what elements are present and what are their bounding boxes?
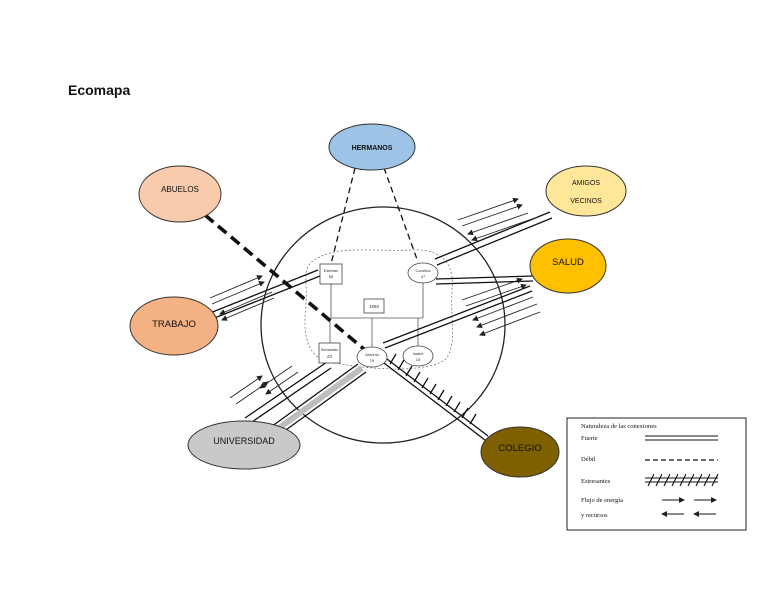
- node-colegio: COLEGIO: [480, 426, 560, 478]
- node-vecinos-label: VECINOS: [570, 198, 602, 205]
- node-colegio-label: COLEGIO: [498, 443, 541, 454]
- father-name: Esteban: [324, 268, 339, 273]
- legend-weak-label: Débil: [581, 456, 596, 463]
- universidad-grey-band: [266, 365, 364, 439]
- mother-name: Carolina: [416, 268, 432, 273]
- daughter2-name: Isabel: [413, 351, 424, 356]
- node-abuelos-shape: [138, 165, 222, 223]
- node-salud: SALUD: [529, 238, 607, 294]
- node-universidad: UNIVERSIDAD: [187, 420, 301, 470]
- node-amigos-vecinos: AMIGOS VECINOS: [545, 165, 627, 217]
- son-age: 23: [327, 354, 333, 359]
- family-member-son: Sebastián 23: [318, 342, 341, 364]
- page-title: Ecomapa: [68, 82, 131, 98]
- marriage-year: 1992: [369, 304, 380, 309]
- weak-connections: [203, 167, 419, 352]
- daughter-name: Antonia: [365, 352, 379, 357]
- node-salud-label: SALUD: [552, 257, 584, 268]
- legend-flow-label-2: y recursos: [581, 512, 608, 519]
- node-abuelos-label: ABUELOS: [161, 185, 199, 194]
- marriage-year-box: 1992: [363, 298, 385, 314]
- stressful-connection: [379, 353, 489, 441]
- legend-box: [566, 417, 747, 531]
- node-amigos-label: AMIGOS: [572, 180, 600, 187]
- strong-connections: [209, 211, 553, 441]
- node-trabajo-shape: [129, 296, 219, 356]
- node-colegio-shape: [480, 426, 560, 478]
- node-hermanos-label: HERMANOS: [352, 145, 393, 152]
- father-age: 58: [329, 274, 334, 279]
- node-trabajo: TRABAJO: [129, 296, 219, 356]
- daughter2-age: 15: [416, 357, 421, 362]
- node-trabajo-label: TRABAJO: [152, 319, 196, 330]
- mother-age: 47: [421, 274, 426, 279]
- genogram-lines: [329, 283, 424, 350]
- node-universidad-shape: [187, 420, 301, 470]
- node-hermanos-shape: [328, 123, 416, 171]
- legend-title: Naturaleza de las conexiones: [581, 423, 657, 430]
- legend-stressful-label: Estresantes: [581, 478, 611, 485]
- family-member-daughter: Antonia 19: [356, 346, 388, 368]
- household-boundary: [304, 249, 454, 370]
- son-name: Sebastián: [321, 347, 339, 352]
- node-abuelos: ABUELOS: [138, 165, 222, 223]
- flow-arrows: [209, 197, 541, 405]
- family-member-daughter-2: Isabel 15: [402, 345, 434, 367]
- node-hermanos: HERMANOS: [328, 123, 416, 171]
- daughter-age: 19: [370, 358, 375, 363]
- legend-flow-label-1: Flujo de energía: [581, 497, 623, 504]
- node-salud-shape: [529, 238, 607, 294]
- node-universidad-label: UNIVERSIDAD: [213, 436, 275, 446]
- node-amigos-shape: [545, 165, 627, 217]
- family-member-mother: Carolina 47: [407, 262, 439, 284]
- family-member-father: Esteban 58: [319, 263, 343, 285]
- legend: Naturaleza de las conexiones Fuerte Débi…: [566, 417, 747, 531]
- legend-strong-label: Fuerte: [581, 435, 598, 442]
